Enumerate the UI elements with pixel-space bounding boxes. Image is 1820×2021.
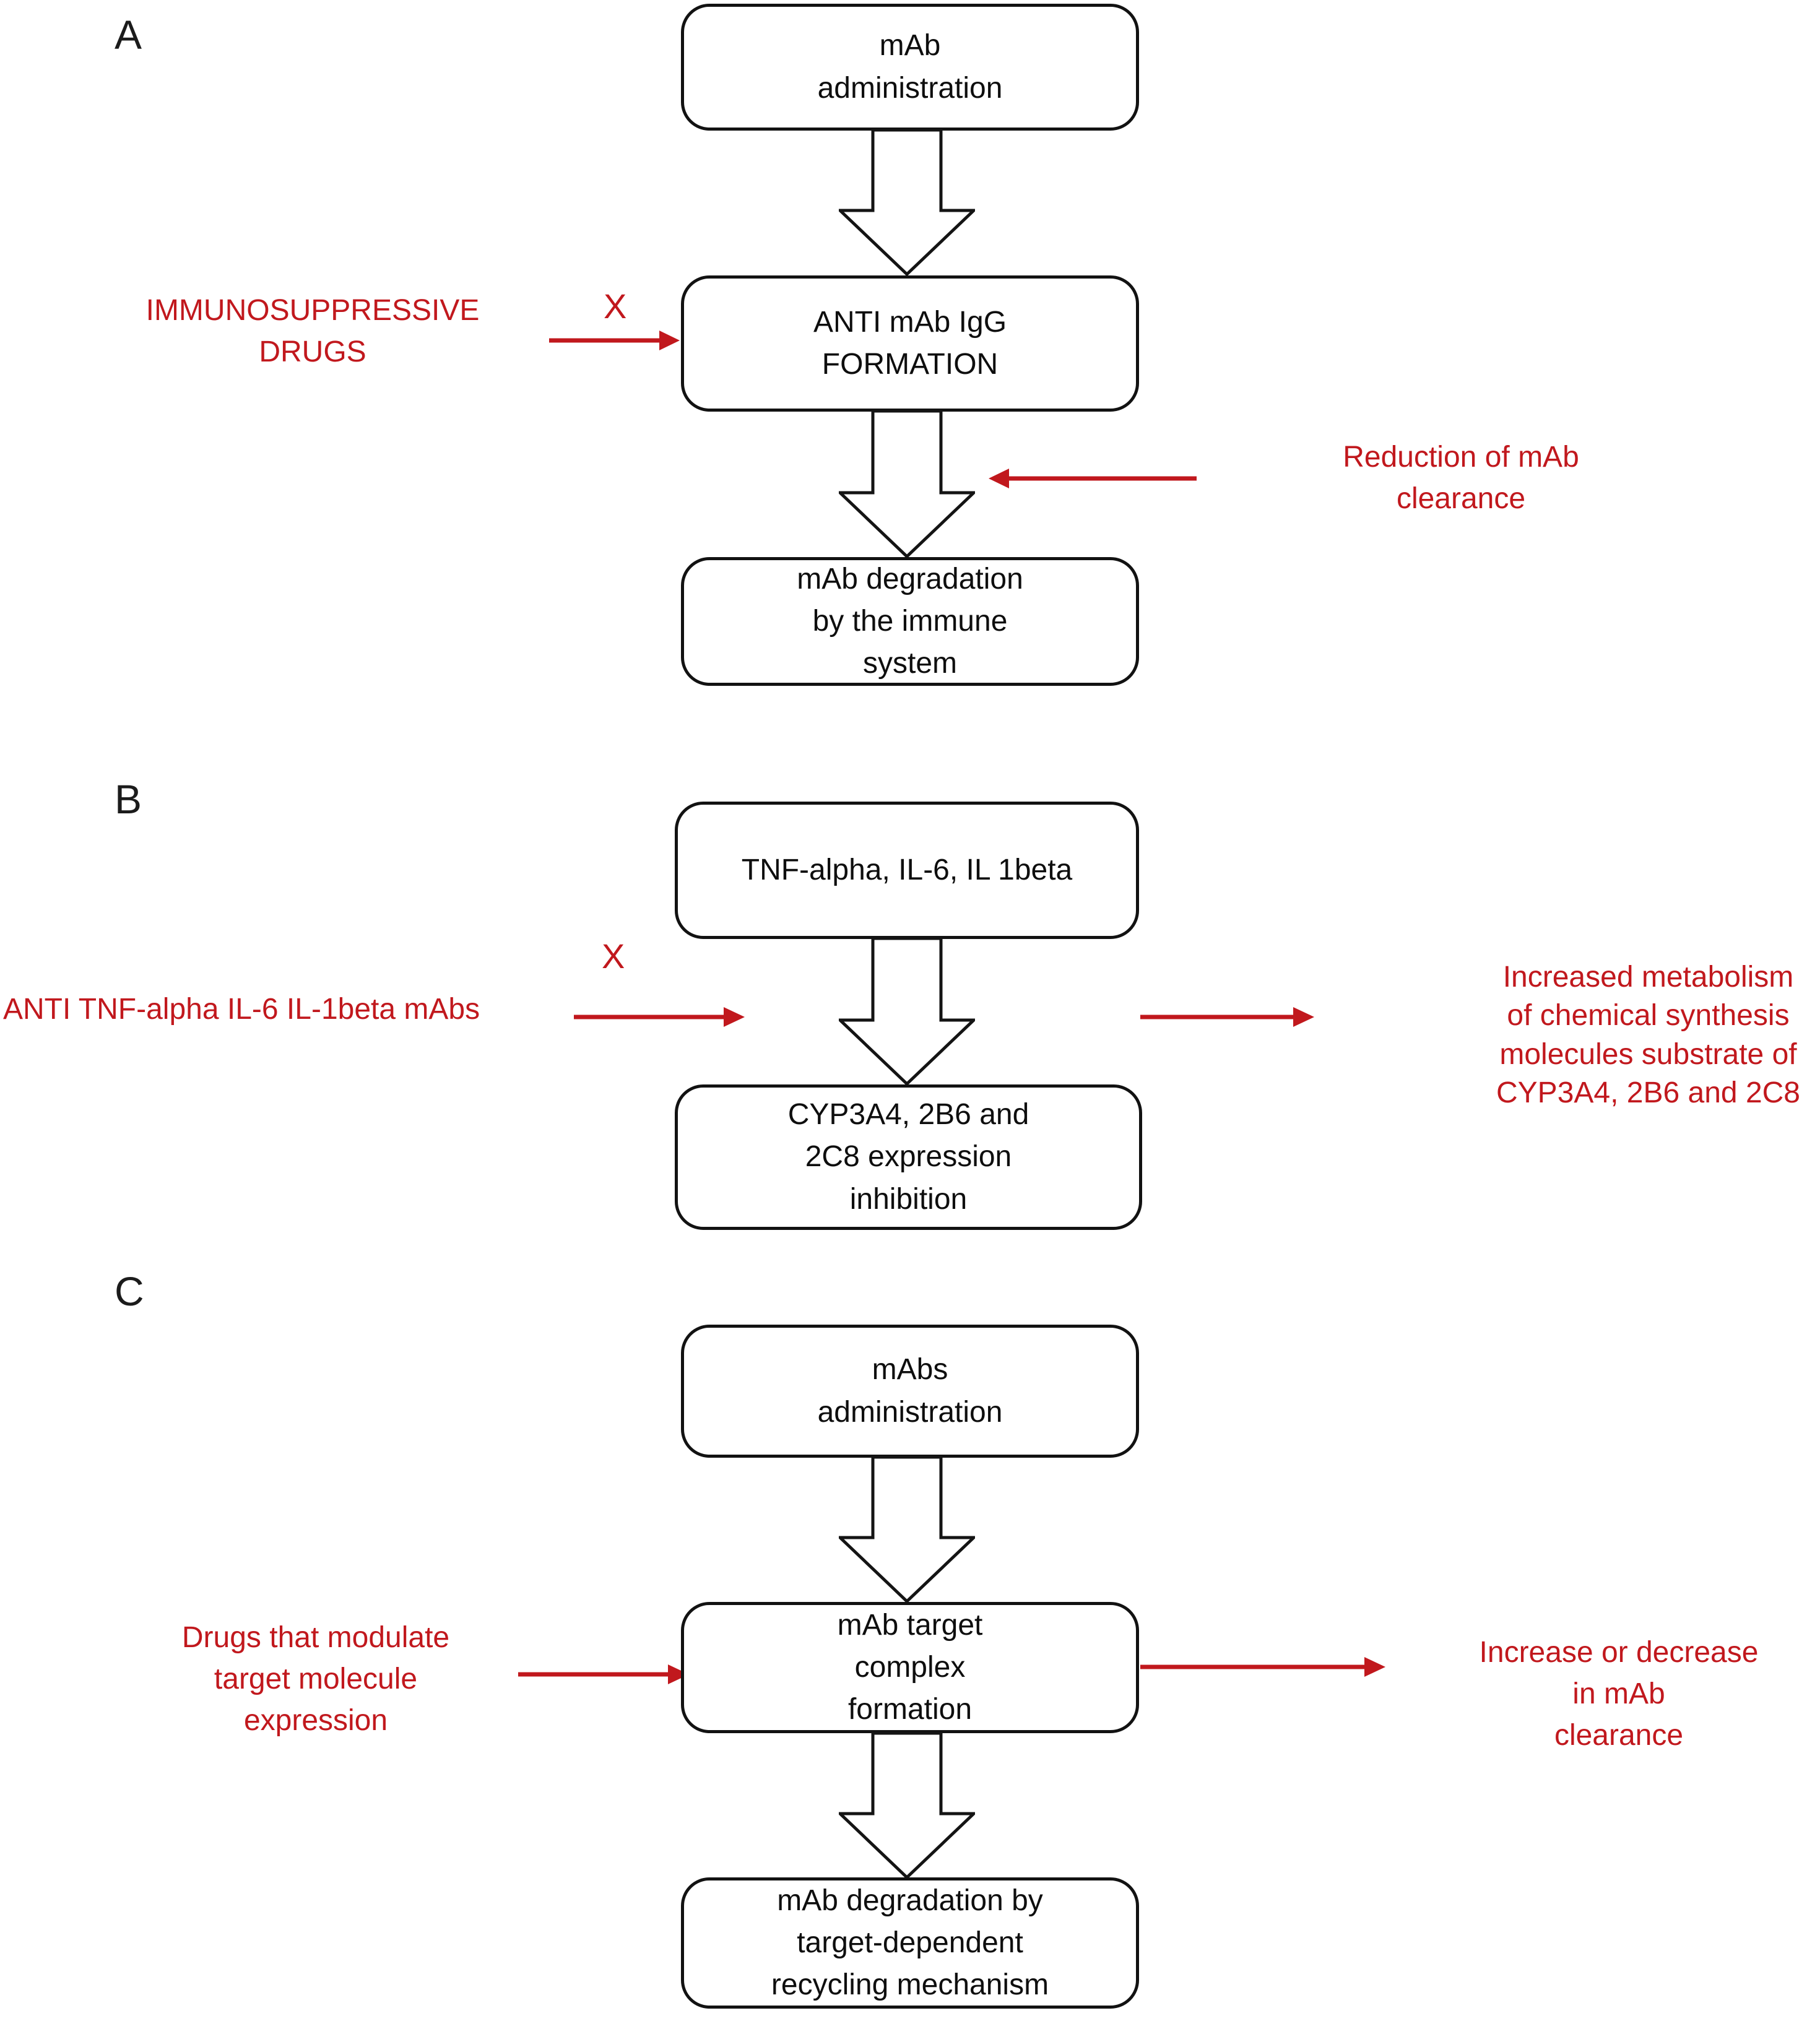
increased-metabolism-annotation: Increased metabolism of chemical synthes…: [1496, 961, 1800, 1110]
block-x-mark: X: [604, 287, 627, 326]
block-x-mark: X: [602, 937, 625, 976]
red-arrow-right-icon: [1140, 1657, 1385, 1677]
mab-degradation-immune-system-box: mAb degradation by the immune system: [681, 557, 1139, 686]
anti-tnf-alpha-mabs-annotation: ANTI TNF-alpha IL-6 IL-1beta mAbs: [3, 993, 480, 1026]
mabs-administration-box: mAbs administration: [681, 1325, 1139, 1458]
increase-decrease-clearance-annotation: Increase or decrease in mAb clearance: [1479, 1636, 1759, 1752]
mab-target-complex-formation-box: mAb target complex formation: [681, 1602, 1139, 1733]
red-arrow-right-icon: [518, 1664, 689, 1684]
red-arrow-right-icon: [1140, 1007, 1314, 1027]
panel-a-label: A: [115, 12, 143, 58]
down-arrow-icon: [839, 410, 975, 558]
anti-mab-igg-formation-box: ANTI mAb IgG FORMATION: [681, 275, 1139, 412]
red-arrow-right-icon: [549, 331, 680, 350]
red-arrow-right-icon: [574, 1007, 745, 1027]
cyp-expression-inhibition-box: CYP3A4, 2B6 and 2C8 expression inhibitio…: [675, 1084, 1142, 1230]
reduction-of-mab-clearance-annotation: Reduction of mAb clearance: [1343, 441, 1579, 516]
tnf-alpha-il6-il1beta-box: TNF-alpha, IL-6, IL 1beta: [675, 802, 1139, 939]
panel-c-label: C: [115, 1268, 145, 1314]
mab-degradation-recycling-box: mAb degradation by target-dependent recy…: [681, 1877, 1139, 2009]
mab-administration-box: mAb administration: [681, 4, 1139, 131]
down-arrow-icon: [839, 1456, 975, 1603]
immunosuppressive-drugs-annotation: IMMUNOSUPPRESSIVE DRUGS: [145, 294, 480, 369]
down-arrow-icon: [839, 129, 975, 276]
drugs-modulate-target-annotation: Drugs that modulate target molecule expr…: [181, 1621, 450, 1738]
panel-b-label: B: [115, 776, 143, 822]
down-arrow-icon: [839, 937, 975, 1086]
red-arrow-left-icon: [989, 469, 1197, 488]
down-arrow-icon: [839, 1732, 975, 1879]
